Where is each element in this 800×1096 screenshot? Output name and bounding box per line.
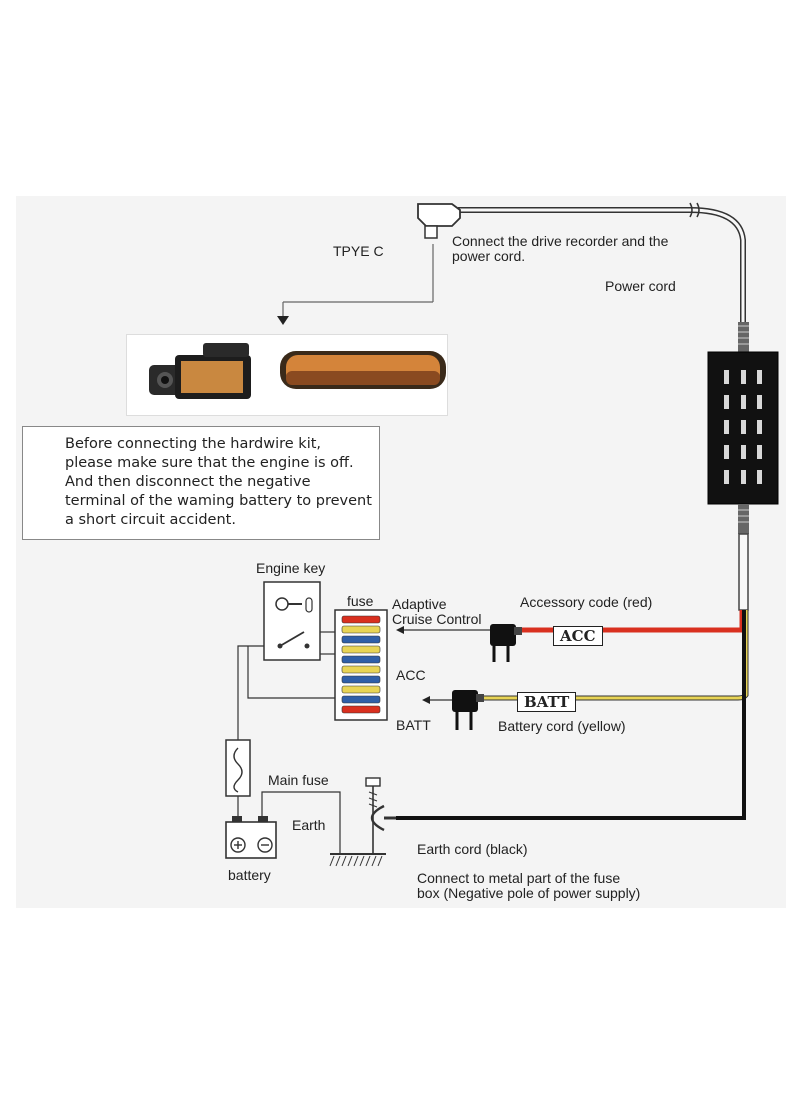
- earth-ring-terminal: [370, 804, 396, 832]
- connect-metal-line: box (Negative pole of power supply): [417, 885, 641, 901]
- engine-key-switch: [263, 581, 321, 661]
- fuse-label: fuse: [347, 593, 374, 609]
- acc-fuse-tap: [396, 624, 522, 662]
- converter-box: [707, 351, 779, 611]
- black-wire: [396, 610, 746, 820]
- adaptive-line: Adaptive: [392, 596, 447, 612]
- warning-line: please make sure that the engine is off.: [65, 455, 354, 471]
- warning-line: terminal of the waming battery to preven…: [65, 493, 372, 509]
- earth-cord-label: Earth cord (black): [417, 841, 528, 857]
- batt-label: BATT: [396, 717, 431, 733]
- warning-text: Before connecting the hardwire kit, plea…: [65, 435, 372, 530]
- cruise-control-line: Cruise Control: [392, 611, 482, 627]
- fuse-row: [341, 615, 381, 714]
- battery-icon: [225, 816, 277, 859]
- main-fuse-label: Main fuse: [268, 772, 329, 788]
- connect-recorder-label: Connect the drive recorder and the power…: [452, 234, 668, 264]
- accessory-code-label: Accessory code (red): [520, 594, 653, 610]
- power-cord-label: Power cord: [605, 278, 676, 294]
- type-c-plug: [277, 203, 461, 325]
- circuit-lines: [237, 631, 341, 854]
- acc-label: ACC: [396, 667, 426, 683]
- connect-metal-label: Connect to metal part of the fuse box (N…: [417, 871, 640, 901]
- warning-line: a short circuit accident.: [65, 512, 236, 528]
- earth-label: Earth: [292, 817, 326, 833]
- ground-symbol: [329, 853, 386, 867]
- yellow-wire: [484, 610, 749, 701]
- battery-cord-label: Battery cord (yellow): [498, 718, 626, 734]
- fuse-box: [334, 609, 388, 721]
- warning-box: Before connecting the hardwire kit, plea…: [22, 426, 380, 540]
- dashcam-image: [149, 343, 251, 399]
- engine-key-label: Engine key: [256, 560, 326, 576]
- batt-tag: BATT: [517, 692, 577, 712]
- adaptive-cruise-label: Adaptive Cruise Control: [392, 597, 481, 627]
- acc-tag: ACC: [553, 626, 603, 646]
- warning-line: Before connecting the hardwire kit,: [65, 436, 322, 452]
- connect-metal-line: Connect to metal part of the fuse: [417, 870, 621, 886]
- warning-line: And then disconnect the negative: [65, 474, 311, 490]
- type-c-label: TPYE C: [333, 243, 384, 259]
- battery-label: battery: [228, 867, 271, 883]
- connect-recorder-line: power cord.: [452, 248, 526, 264]
- batt-fuse-tap: [422, 690, 484, 730]
- power-cable: [458, 202, 749, 352]
- connect-recorder-line: Connect the drive recorder and the: [452, 233, 669, 249]
- diagram-panel: [16, 196, 786, 908]
- mirror-dashcam-image: [278, 349, 450, 391]
- main-fuse: [225, 739, 251, 797]
